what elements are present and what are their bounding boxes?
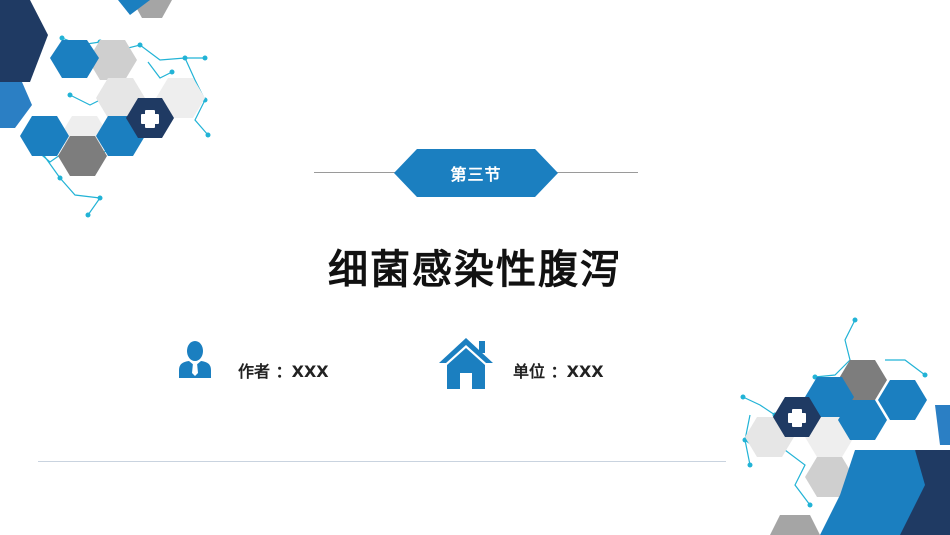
author-label: 作者 (238, 362, 271, 381)
author-value: XXX (291, 362, 329, 381)
org-separator: ： (550, 362, 567, 381)
person-icon (179, 341, 211, 378)
slide-title: 细菌感染性腹泻 (328, 247, 622, 293)
section-label: 第三节 (450, 165, 502, 184)
section-divider-right (540, 172, 638, 173)
top-left-hexagon-decoration (0, 0, 211, 218)
org-value: XXX (566, 362, 604, 381)
section-badge: 第三节 (394, 149, 558, 197)
organization-info: 单位 ：XXX (513, 358, 604, 382)
bottom-divider (38, 461, 726, 462)
bottom-right-hexagon-decoration (740, 317, 950, 535)
house-icon (439, 338, 493, 389)
org-label: 单位 (513, 362, 546, 381)
section-divider-left (314, 172, 409, 173)
author-separator: ： (275, 362, 292, 381)
author-info: 作者 ：XXX (238, 358, 329, 382)
